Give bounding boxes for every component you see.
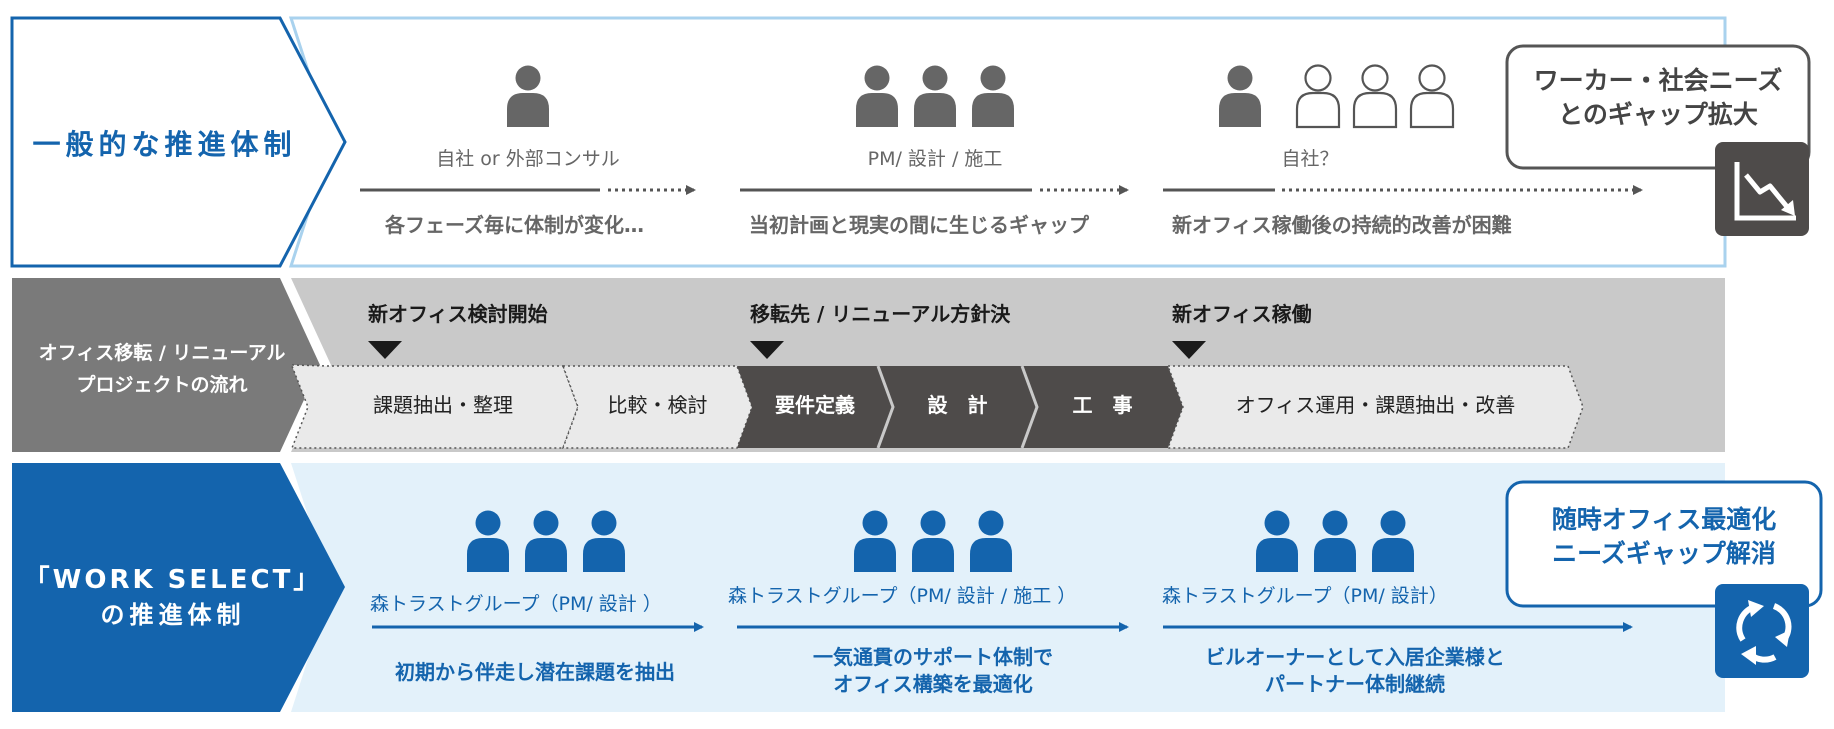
phase-chevron-4 [878, 366, 1037, 448]
general-group-label-2: PM/ 設計 / 施工 [867, 148, 1003, 170]
flow-title-chevron [12, 278, 320, 452]
phase-label-1: 課題抽出・整理 [373, 393, 513, 417]
phase-label-5: 工 事 [1072, 393, 1133, 417]
ws-group-caption-2a: 一気通貫のサポート体制で [813, 645, 1053, 669]
general-title: 一般的な推進体制 [32, 128, 297, 161]
phase-chevrons [290, 364, 1584, 449]
ws-people-1 [467, 510, 625, 572]
general-callout-line2: とのギャップ拡大 [1558, 100, 1758, 129]
ws-group-label-1: 森トラストグループ（PM/ 設計 ） [370, 593, 662, 615]
ws-group-caption-3b: パートナー体制継続 [1265, 672, 1445, 696]
flow-title-line1: オフィス移転 / リニューアル [38, 342, 286, 364]
ws-group-caption-3a: ビルオーナーとして入居企業様と [1205, 645, 1505, 669]
flow-title-line2: プロジェクトの流れ [76, 374, 248, 396]
phase-label-2: 比較・検討 [607, 393, 708, 417]
general-group-label-1: 自社 or 外部コンサル [436, 148, 620, 170]
phase-label-4: 設 計 [927, 393, 988, 417]
ws-group-label-3: 森トラストグループ（PM/ 設計） [1162, 585, 1448, 607]
ws-group-caption-1: 初期から伴走し潜在課題を抽出 [395, 660, 675, 684]
phase-chevron-1 [290, 364, 579, 449]
ws-title-chevron [12, 463, 345, 712]
milestone-label-1: 新オフィス検討開始 [368, 302, 548, 326]
general-group-caption-2: 当初計画と現実の間に生じるギャップ [749, 213, 1089, 237]
ws-title-line1: 「WORK SELECT」 [23, 565, 323, 595]
ws-band [291, 463, 1725, 712]
ws-callout-box [1505, 480, 1823, 608]
milestone-markers [368, 341, 1206, 359]
ws-group-caption-2b: オフィス構築を最適化 [833, 672, 1033, 696]
general-group-label-3: 自社？ [1281, 148, 1339, 170]
phase-label-6: オフィス運用・課題抽出・改善 [1235, 393, 1516, 417]
ws-group-label-2: 森トラストグループ（PM/ 設計 / 施工 ） [728, 585, 1077, 607]
cycle-icon [1715, 584, 1809, 678]
ws-callout-line1: 随時オフィス最適化 [1551, 505, 1777, 534]
phase-chevron-5 [1022, 366, 1183, 448]
ws-title-line2: の推進体制 [100, 601, 246, 629]
phase-chevron-6 [1166, 365, 1584, 449]
milestone-label-3: 新オフィス稼働 [1172, 302, 1312, 326]
phase-chevron-3 [737, 366, 893, 448]
ws-people-2 [854, 510, 1012, 572]
general-group-caption-1: 各フェーズ毎に体制が変化… [385, 213, 644, 237]
trend-down-icon [1715, 142, 1809, 236]
ws-people-3 [1256, 510, 1414, 572]
general-title-chevron [10, 16, 347, 268]
general-callout-box [1505, 44, 1811, 170]
milestone-label-2: 移転先 / リニューアル方針決 [750, 302, 1011, 326]
general-group-caption-3: 新オフィス稼働後の持続的改善が困難 [1172, 213, 1512, 237]
ws-callout-line2: ニーズギャップ解消 [1552, 539, 1776, 568]
phase-label-3: 要件定義 [775, 393, 855, 417]
general-people-2 [856, 65, 1014, 127]
phase-dividers [876, 365, 1039, 449]
general-callout-line1: ワーカー・社会ニーズ [1533, 66, 1783, 95]
